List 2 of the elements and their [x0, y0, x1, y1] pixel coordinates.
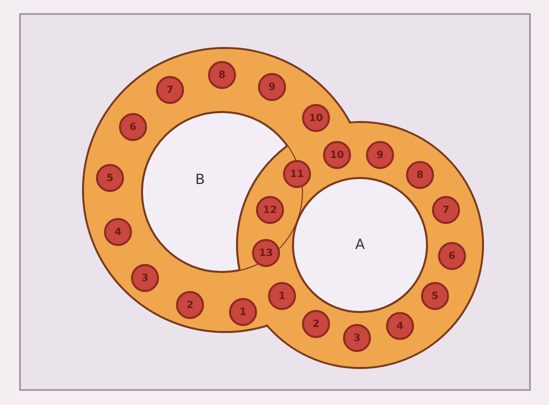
region-label: B: [195, 172, 205, 188]
region-label: A: [355, 237, 365, 253]
